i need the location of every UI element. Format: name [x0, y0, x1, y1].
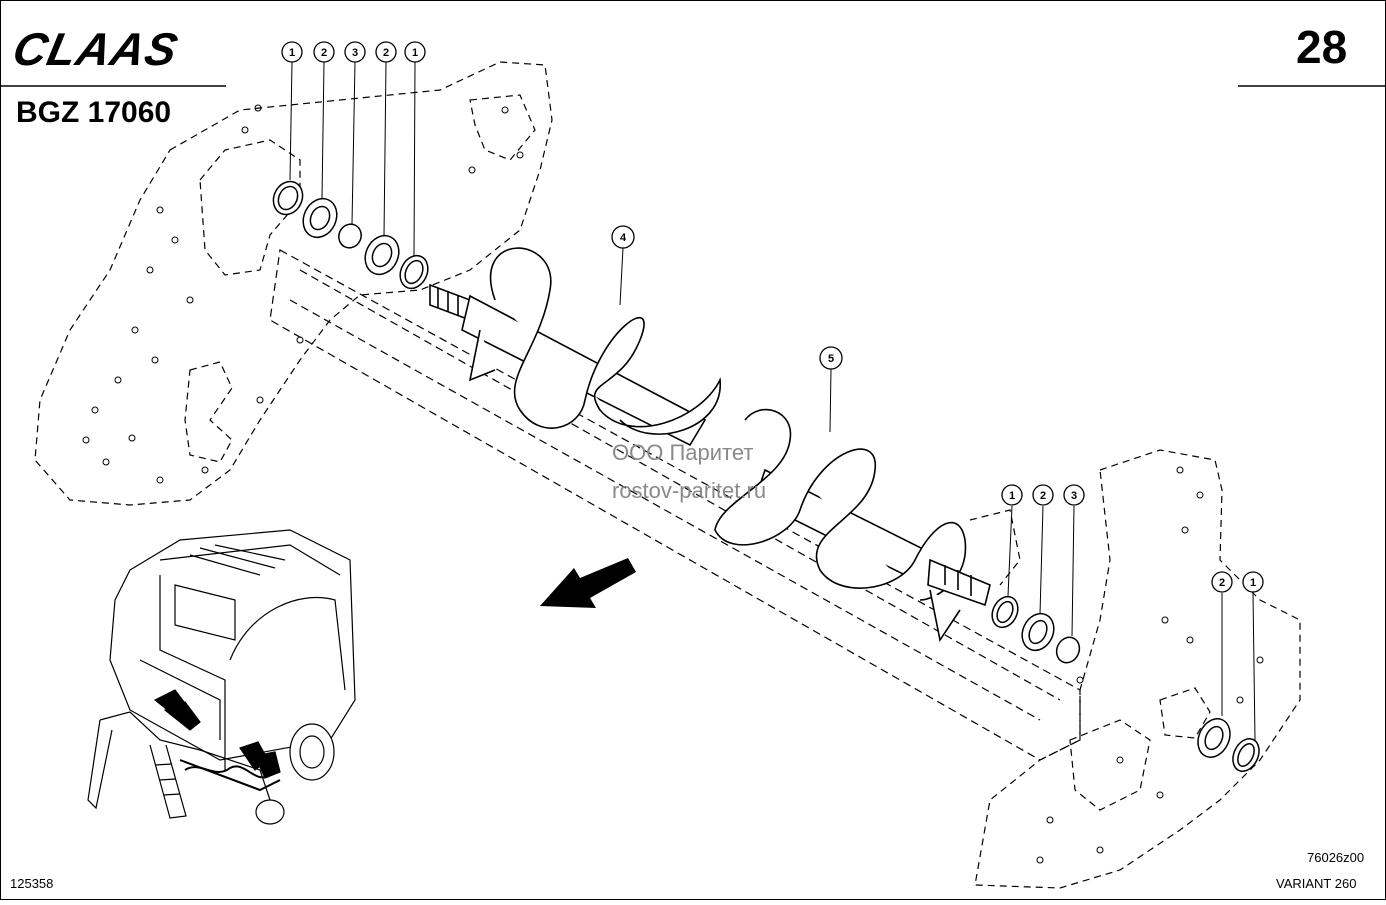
- callout-leaders: [289, 61, 1256, 741]
- direction-arrow: [540, 558, 636, 608]
- callout-label: 5: [828, 353, 834, 365]
- callout-label: 1: [412, 47, 418, 59]
- callout-label: 2: [1219, 577, 1225, 589]
- left-side-frame: [34, 61, 553, 506]
- brand-logo: CLAAS: [8, 23, 183, 75]
- callout-label: 1: [289, 47, 295, 59]
- callout-label: 3: [352, 47, 358, 59]
- model-name: VARIANT 260: [1276, 876, 1357, 891]
- page-number: 28: [1296, 21, 1348, 73]
- drawing-number: 76026z00: [1307, 850, 1365, 865]
- callout-label: 3: [1071, 490, 1077, 502]
- right-frame-holes: [1036, 466, 1264, 864]
- callout-label: 2: [383, 47, 389, 59]
- watermark-url: rostov-paritet.ru: [612, 478, 767, 503]
- callout-label: 1: [1250, 577, 1256, 589]
- callout-label: 2: [1040, 490, 1046, 502]
- upper-left-bearing-group: [272, 180, 429, 290]
- lower-beam: [269, 249, 1081, 761]
- callout-label: 4: [620, 232, 627, 244]
- callout-label: 2: [321, 47, 327, 59]
- auger-right: [714, 408, 991, 643]
- callout-labels: 1 2 3 2 1 4 5 1 2 3 2 1: [289, 47, 1256, 589]
- callout-circles: [281, 41, 1264, 593]
- callout-label: 1: [1009, 490, 1015, 502]
- auger-left: [429, 247, 721, 447]
- far-right-bearing-group: [1197, 718, 1260, 772]
- document-number: 125358: [10, 876, 54, 891]
- assembly-code: BGZ 17060: [16, 96, 172, 129]
- baler-thumbnail: [87, 529, 356, 825]
- right-side-frame: [969, 449, 1301, 889]
- right-bearing-group: [991, 595, 1081, 664]
- watermark-company: ООО Паритет: [612, 440, 754, 465]
- spacer-left: [338, 223, 362, 249]
